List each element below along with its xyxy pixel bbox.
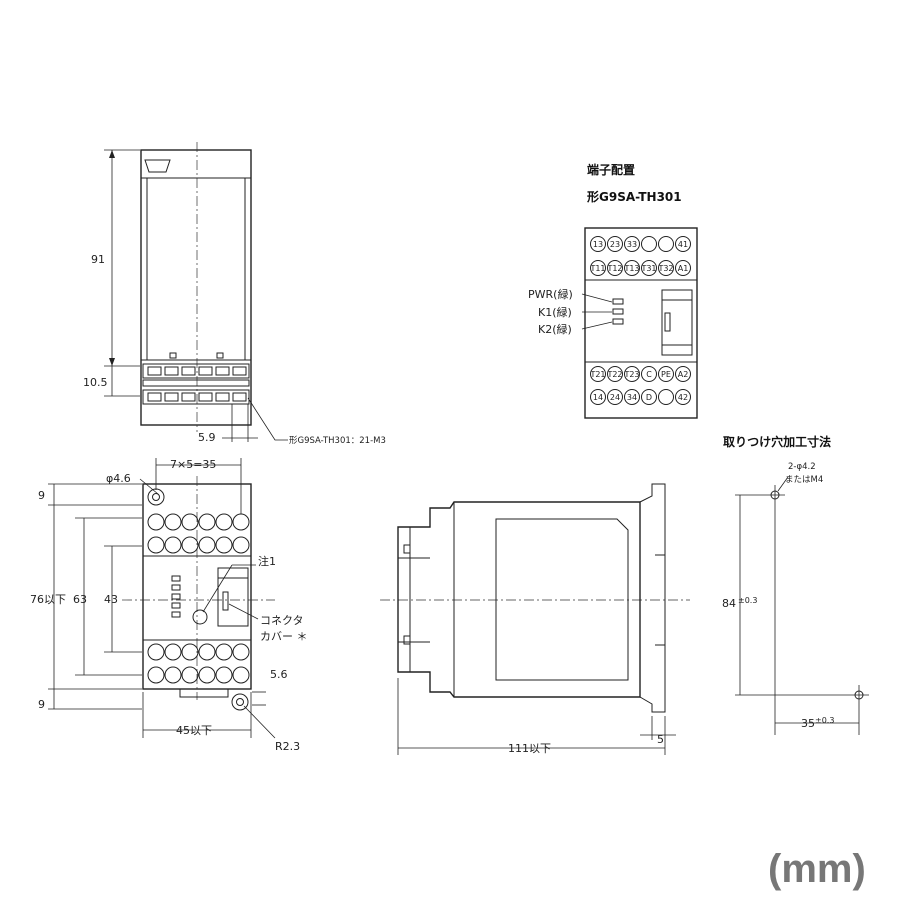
front-view: 7×5=35 φ4.6 9 76以下 63 43 9 45以下 5.6 R2.3: [30, 458, 308, 753]
unit-label: (mm): [768, 847, 866, 891]
dim-height-63: 63: [73, 593, 87, 606]
top-terminals: [147, 366, 247, 402]
led-k2: [612, 318, 624, 325]
terminal-layout-title: 端子配置: [587, 162, 635, 177]
led-k1: [612, 308, 624, 315]
svg-text:T22: T22: [606, 370, 622, 379]
svg-text:A2: A2: [678, 370, 689, 379]
svg-text:T11: T11: [589, 264, 605, 273]
svg-text:T12: T12: [606, 264, 622, 273]
svg-text:14: 14: [593, 393, 603, 402]
svg-text:41: 41: [678, 240, 688, 249]
dim-5-9: 5.9: [198, 431, 216, 444]
dim-height-total: 76以下: [30, 593, 66, 606]
svg-text:23: 23: [610, 240, 620, 249]
mounting-title: 取りつけ穴加工寸法: [723, 434, 831, 449]
mounting-horizontal: 35: [801, 717, 815, 730]
front-top-hole: [147, 488, 165, 506]
svg-text:A1: A1: [678, 264, 689, 273]
terminal-row-4: 14 24 34 D 42: [590, 389, 691, 405]
dim-depth: 111以下: [508, 742, 551, 755]
terminal-row-1: 13 23 33 41: [590, 236, 691, 252]
dim-10-5: 10.5: [83, 376, 108, 389]
mounting-vertical: 84: [722, 597, 736, 610]
dim-top-margin: 9: [38, 489, 45, 502]
svg-text:T32: T32: [657, 264, 673, 273]
dim-91: 91: [91, 253, 105, 266]
dim-height-43: 43: [104, 593, 118, 606]
dim-slot: 5.6: [270, 668, 288, 681]
svg-text:33: 33: [627, 240, 637, 249]
led-pwr-label: PWR(緑): [528, 287, 573, 301]
svg-text:24: 24: [610, 393, 620, 402]
dim-hole: φ4.6: [106, 472, 131, 485]
terminal-layout-body: [584, 227, 698, 419]
terminal-row-3: T21 T22 T23 C PE A2: [589, 366, 691, 382]
dim-pitch-total: 7×5=35: [170, 458, 216, 471]
top-lamp: [144, 159, 171, 173]
svg-text:13: 13: [593, 240, 603, 249]
dim-width: 45以下: [176, 724, 212, 737]
svg-text:C: C: [646, 370, 652, 379]
connector-label-1: コネクタ: [260, 614, 304, 627]
dim-radius: R2.3: [275, 740, 300, 753]
svg-text:T21: T21: [589, 370, 605, 379]
mounting-horizontal-tol: ±0.3: [815, 716, 834, 725]
svg-text:D: D: [646, 393, 652, 402]
front-terminals-top: [147, 513, 250, 554]
terminal-layout: 端子配置 形G9SA-TH301 PWR(緑) K1(緑) K2(緑) 13 2…: [528, 162, 698, 419]
svg-text:42: 42: [678, 393, 688, 402]
dim-rail: 5: [657, 733, 664, 746]
dim-bottom-margin: 9: [38, 698, 45, 711]
led-k1-label: K1(緑): [538, 305, 572, 319]
mounting-hole-2: またはM4: [785, 475, 823, 485]
svg-text:T23: T23: [623, 370, 639, 379]
svg-text:34: 34: [627, 393, 637, 402]
front-terminals-bottom: [147, 643, 250, 684]
svg-text:T31: T31: [640, 264, 656, 273]
connector-label-2: カバー ＊: [260, 630, 308, 643]
screw-note: 形G9SA-TH301：21-M3: [289, 436, 386, 446]
svg-text:PE: PE: [661, 370, 671, 379]
led-pwr: [612, 298, 624, 305]
mounting-holes: 取りつけ穴加工寸法 2-φ4.2 またはM4 84 ±0.3 35 ±0.3: [722, 434, 869, 735]
terminal-layout-model: 形G9SA-TH301: [587, 190, 682, 204]
note-1: 注1: [258, 554, 276, 568]
terminal-row-2: T11 T12 T13 T31 T32 A1: [589, 260, 691, 276]
mounting-vertical-tol: ±0.3: [738, 596, 757, 605]
side-view-body: [397, 501, 641, 698]
side-view: 111以下 5: [380, 483, 690, 755]
led-k2-label: K2(緑): [538, 322, 572, 336]
svg-text:T13: T13: [623, 264, 639, 273]
front-bottom-hole: [231, 693, 249, 711]
top-view: 91 10.5 5.9 形G9SA-TH301：21-M3: [83, 142, 386, 446]
side-label: [495, 518, 629, 681]
mounting-hole-1: 2-φ4.2: [788, 462, 816, 472]
front-reset-hole: [192, 609, 208, 625]
top-view-body: [140, 149, 252, 426]
